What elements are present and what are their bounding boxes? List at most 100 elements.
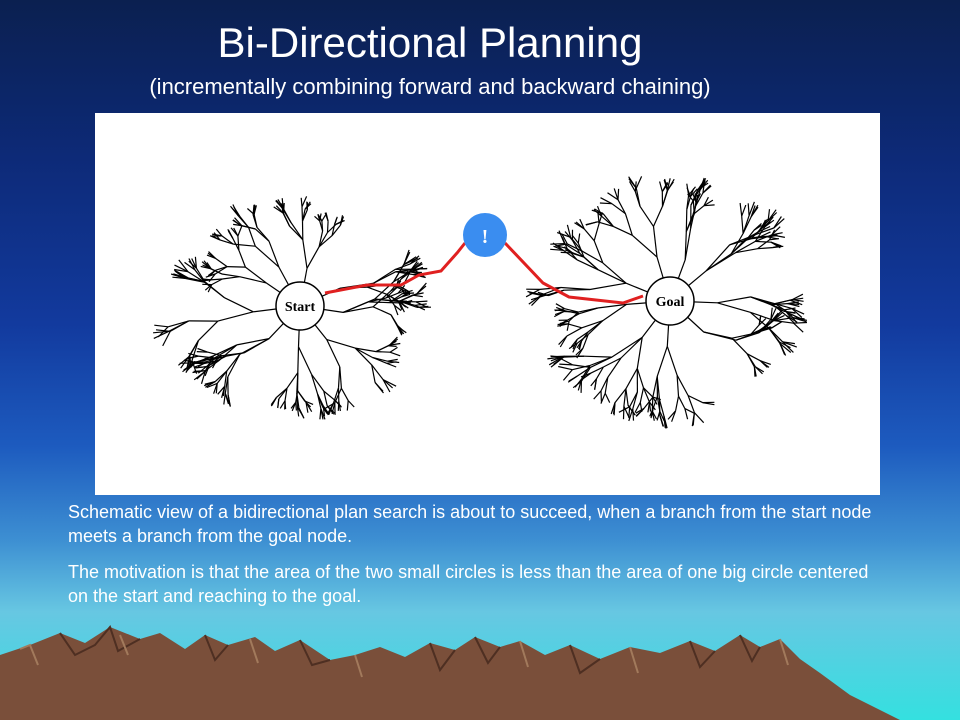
tree-branch [553, 355, 565, 365]
tree-branch [342, 301, 369, 313]
tree-branch [270, 397, 277, 407]
tree-branch [300, 197, 303, 207]
tree-branch [302, 239, 308, 269]
tree-branch [703, 331, 733, 339]
tree-branch [602, 303, 627, 322]
tree-branch [753, 366, 756, 377]
tree-branch [684, 408, 689, 420]
tree-branch [705, 252, 736, 272]
tree-branch [559, 357, 573, 366]
tree-branch [635, 188, 641, 207]
tree-branch [661, 190, 668, 207]
tree-branch [770, 303, 788, 306]
tree-branch [576, 259, 599, 271]
tree-branch [397, 326, 405, 335]
tree-branch [382, 379, 397, 387]
tree-branch [213, 344, 238, 357]
tree-branch [748, 201, 755, 216]
tree-branch [597, 269, 627, 284]
tree-branch [613, 402, 616, 416]
tree-branch [636, 368, 645, 388]
tree-branch [227, 354, 241, 378]
tree-branch [399, 293, 418, 302]
tree-branch [675, 396, 680, 411]
tree-branch [317, 214, 321, 222]
tree-branch [611, 203, 626, 215]
tree-branch [652, 396, 658, 405]
tree-branch [663, 179, 668, 191]
tree-branch [784, 307, 796, 311]
tree-branch [671, 410, 677, 422]
tree-branch [745, 229, 755, 241]
tree-branch [601, 215, 614, 227]
tree-branch [741, 216, 744, 234]
tree-branch [779, 341, 791, 349]
tree-branch [691, 412, 695, 427]
tree-branch [207, 355, 223, 363]
tree-branch [178, 356, 189, 366]
tree-branch [326, 339, 356, 349]
tree-branch [593, 223, 600, 241]
tree-branch [186, 355, 191, 369]
tree-branch [578, 307, 598, 313]
tree-branch [656, 411, 661, 421]
tree-branch [690, 188, 698, 197]
tree-branch [206, 382, 218, 389]
tree-branch [793, 322, 804, 333]
tree-branch [170, 273, 186, 279]
tree-branch [771, 232, 783, 236]
tree-branch [555, 303, 565, 310]
tree-branch [385, 292, 399, 299]
tree-branch [397, 300, 403, 311]
tree-branch [652, 376, 658, 398]
tree-branch [399, 301, 409, 309]
tree-branch [342, 306, 374, 313]
tree-branch [371, 364, 384, 380]
tree-branch [275, 199, 283, 209]
tree-branch [695, 193, 702, 203]
tree-branch [623, 388, 627, 407]
tree-branch [600, 197, 613, 205]
tree-branch [389, 336, 398, 346]
tree-branch [595, 366, 604, 380]
tree-branch [215, 258, 228, 268]
tree-branch [572, 343, 578, 353]
tree-branch [215, 228, 223, 237]
tree-branch [234, 217, 243, 227]
tree-branch [326, 405, 335, 415]
tree-branch [403, 251, 411, 265]
tree-branch [354, 347, 373, 359]
tree-branch [180, 356, 190, 369]
tree-branch [617, 199, 626, 214]
tree-branch [792, 299, 804, 302]
tree-branch [590, 356, 613, 368]
tree-branch [750, 296, 772, 306]
tree-branch [558, 335, 568, 346]
tree-branch [705, 244, 731, 272]
tree-branch [566, 327, 583, 337]
tree-branch [572, 380, 582, 389]
tree-branch [659, 411, 665, 422]
tree-branch [598, 212, 604, 224]
tree-branch [617, 188, 620, 200]
tree-branch [650, 408, 654, 417]
tree-branch [659, 181, 663, 192]
tree-branch [390, 314, 399, 328]
tree-branch [695, 192, 704, 207]
tree-branch [230, 227, 239, 237]
tree-branch [185, 277, 205, 283]
tree-branch [771, 234, 786, 238]
tree-branch [416, 282, 427, 295]
tree-branch [221, 273, 240, 278]
tree-branch [771, 321, 783, 329]
tree-branch [581, 320, 603, 329]
tree-branch [413, 268, 428, 270]
tree-branch [297, 346, 300, 373]
tree-branch [398, 301, 405, 313]
tree-branch [572, 364, 591, 368]
tree-branch [207, 252, 217, 259]
tree-branch [224, 376, 229, 394]
tree-branch [567, 323, 582, 329]
start-search-tree [153, 196, 432, 420]
tree-branch [559, 363, 573, 366]
